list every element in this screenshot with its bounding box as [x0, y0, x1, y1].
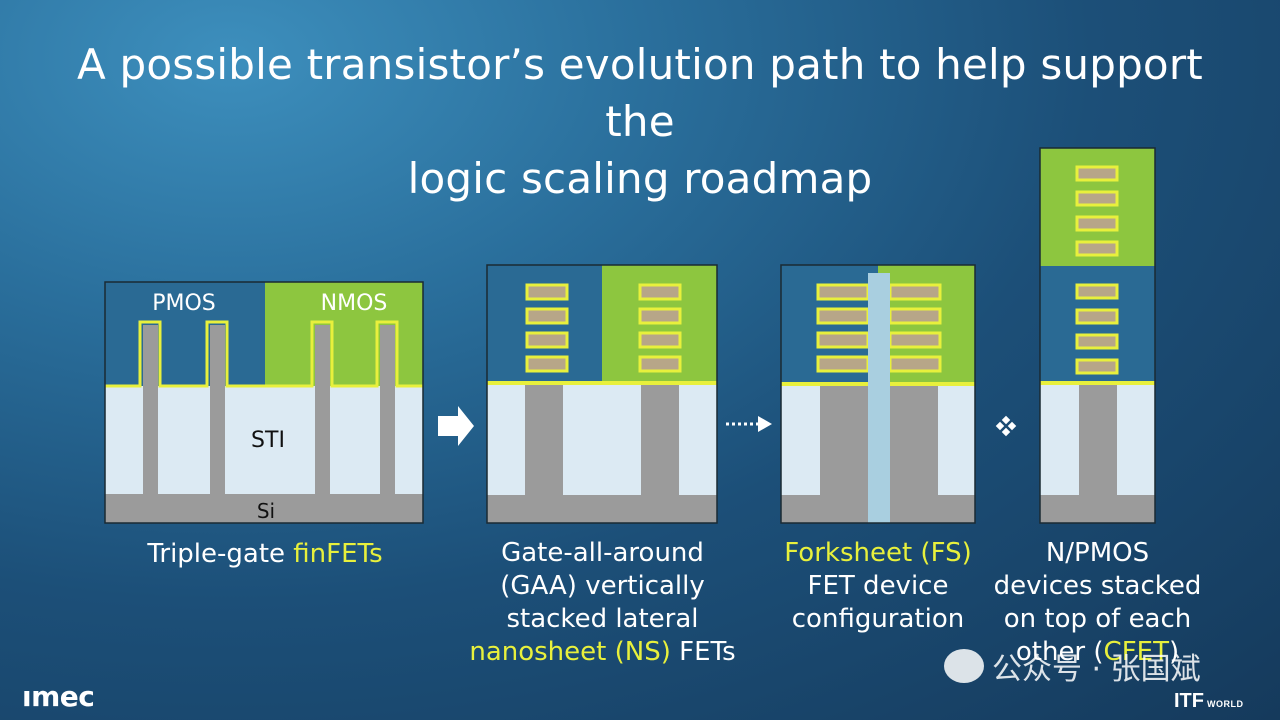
slide-title: A possible transistor’s evolution path t… — [40, 36, 1240, 207]
gaa-caption-highlight: nanosheet (NS) — [469, 637, 671, 667]
itf-logo-subtext: WORLD — [1207, 699, 1244, 709]
cfet-caption-post: ) — [1168, 637, 1180, 667]
finfet-fin — [210, 325, 225, 494]
finfet-diagram: PMOS NMOS STI Si — [104, 281, 424, 524]
right-arrow-icon — [438, 406, 474, 446]
dotted-arrow-icon — [726, 416, 772, 432]
forksheet-caption-highlight: Forksheet (FS) — [784, 538, 972, 568]
cfet-diagram — [1039, 147, 1156, 524]
diamond-dots-icon — [995, 415, 1017, 437]
fs-dielectric-wall — [868, 273, 890, 523]
cfet-sheets-bottom — [1075, 283, 1119, 375]
fs-fin-base — [820, 386, 868, 495]
finfet-fin — [380, 325, 395, 494]
gaa-caption: Gate-all-around (GAA) vertically stacked… — [450, 537, 755, 669]
gaa-nanosheets-nmos — [638, 283, 682, 373]
title-line-2: logic scaling roadmap — [407, 154, 873, 203]
gaa-caption-line-1: Gate-all-around — [501, 538, 704, 568]
fs-fin-base — [890, 386, 938, 495]
imec-logo: ımec — [22, 680, 95, 713]
cfet-caption-pre: other ( — [1015, 637, 1104, 667]
finfet-caption-text: Triple-gate — [147, 539, 294, 569]
forksheet-diagram — [780, 264, 976, 524]
cfet-caption: N/PMOS devices stacked on top of each ot… — [990, 537, 1205, 669]
finfet-gate-liner — [105, 320, 423, 388]
gaa-fin-base — [525, 385, 563, 495]
cfet-caption-line-1: N/PMOS — [1045, 538, 1150, 568]
gaa-sti-region — [487, 385, 717, 495]
cfet-caption-line-3: on top of each — [1003, 604, 1192, 634]
fs-sheets-pmos — [816, 283, 870, 373]
finfet-sti-label: STI — [251, 428, 285, 453]
watermark-text: 公众号 · 张国斌 — [992, 652, 1201, 687]
finfet-si-label: Si — [257, 499, 275, 523]
gaa-caption-line-2: (GAA) vertically — [500, 571, 705, 601]
title-line-1: A possible transistor’s evolution path t… — [77, 40, 1203, 146]
wechat-watermark: 公众号 · 张国斌 — [944, 644, 1201, 688]
wechat-icon — [944, 649, 984, 683]
gaa-diagram — [486, 264, 718, 524]
cfet-fin-base — [1079, 385, 1117, 495]
finfet-nmos-label: NMOS — [321, 291, 388, 316]
finfet-fin — [315, 325, 330, 494]
forksheet-caption: Forksheet (FS) FET device configuration — [768, 537, 988, 636]
itf-logo-text: ITF — [1174, 690, 1204, 712]
gaa-nanosheets-pmos — [525, 283, 569, 373]
finfet-pmos-region — [105, 282, 265, 386]
finfet-caption: Triple-gate finFETs — [110, 538, 420, 571]
finfet-si-substrate — [105, 494, 423, 523]
cfet-caption-highlight: CFET — [1103, 637, 1169, 667]
gaa-caption-tail: FETs — [670, 637, 736, 667]
finfet-pmos-label: PMOS — [152, 291, 216, 316]
finfet-caption-highlight: finFETs — [293, 539, 383, 569]
gaa-si-substrate — [487, 495, 717, 523]
cfet-caption-line-2: devices stacked — [993, 571, 1202, 601]
gaa-fin-base — [641, 385, 679, 495]
forksheet-caption-line-3: configuration — [791, 604, 965, 634]
finfet-fin — [143, 325, 158, 494]
gaa-caption-line-3: stacked lateral — [506, 604, 699, 634]
cfet-sheets-top — [1075, 165, 1119, 257]
cfet-si-substrate — [1040, 495, 1155, 523]
forksheet-caption-line-2: FET device — [807, 571, 949, 601]
